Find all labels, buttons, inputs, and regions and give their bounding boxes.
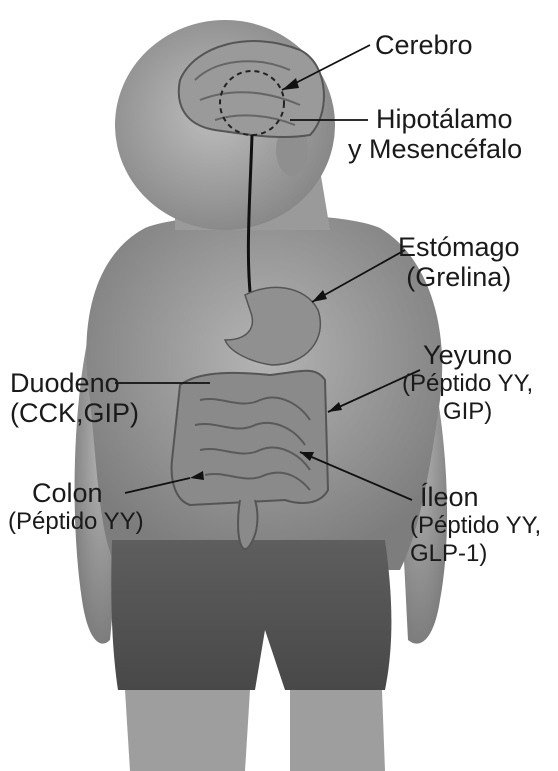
label-estomago: Estómago (Grelina): [398, 232, 520, 292]
label-ileon: Íleon (Péptido YY, GLP-1): [410, 482, 541, 568]
label-ileon-hormone-line2: GLP-1): [410, 540, 541, 568]
label-hipotalamo-line1: Hipotálamo: [348, 104, 522, 134]
label-estomago-name: Estómago: [398, 232, 520, 262]
label-colon-name: Colon: [8, 478, 144, 508]
label-hipotalamo-line2: y Mesencéfalo: [348, 134, 522, 164]
label-ileon-name: Íleon: [410, 482, 541, 512]
label-yeyuno-hormone-line2: GIP): [402, 398, 533, 426]
label-estomago-hormone: (Grelina): [398, 262, 520, 292]
label-yeyuno: Yeyuno (Péptido YY, GIP): [402, 340, 533, 426]
label-duodeno-name: Duodeno: [10, 368, 139, 398]
label-duodeno: Duodeno (CCK,GIP): [10, 368, 139, 428]
label-yeyuno-hormone-line1: (Péptido YY,: [402, 370, 533, 398]
label-duodeno-hormone: (CCK,GIP): [10, 398, 139, 428]
brain: [179, 41, 324, 137]
label-yeyuno-name: Yeyuno: [402, 340, 533, 370]
label-ileon-hormone-line1: (Péptido YY,: [410, 512, 541, 540]
label-colon: Colon (Péptido YY): [8, 478, 144, 536]
label-cerebro: Cerebro: [375, 30, 473, 60]
label-colon-hormone: (Péptido YY): [8, 508, 144, 536]
label-hipotalamo: Hipotálamo y Mesencéfalo: [348, 104, 522, 164]
